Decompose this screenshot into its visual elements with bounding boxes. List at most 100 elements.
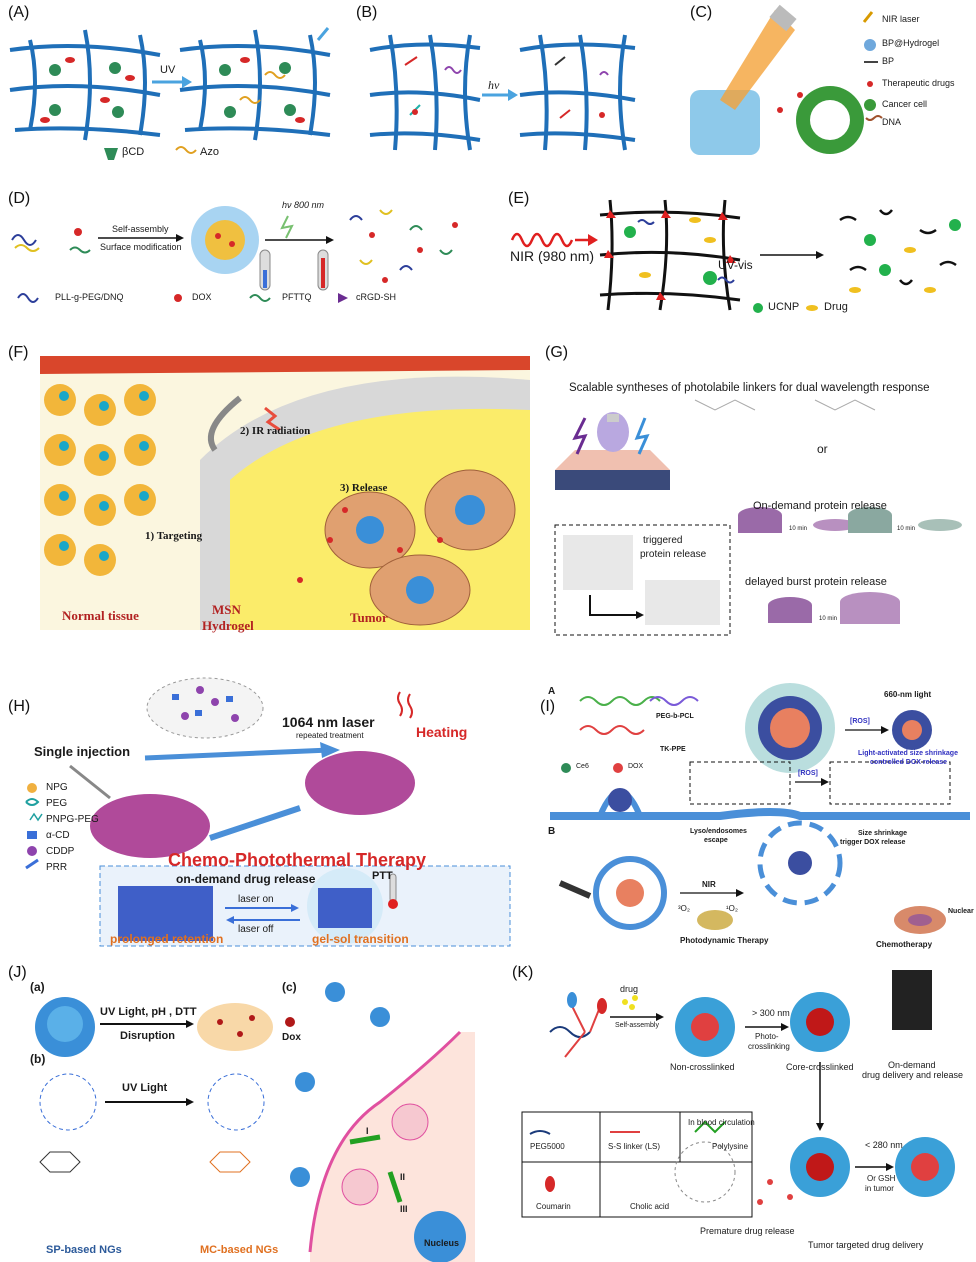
panel-h-legend-acd: α-CD	[46, 830, 70, 841]
panel-e-nir-label: NIR (980 nm)	[510, 248, 595, 264]
panel-i-nir: NIR	[702, 880, 716, 889]
panel-i-shrink2: trigger DOX release	[840, 839, 906, 846]
panel-j-mc: MC-based NGs	[200, 1244, 279, 1256]
panel-i-sub-a: A	[548, 686, 556, 697]
panel-k-gsh2: in tumor	[865, 1184, 894, 1193]
panel-d: (D) Self-assembly Surface modification h…	[0, 180, 480, 330]
panel-h-repeated: repeated treatment	[296, 731, 364, 740]
panel-g-label: (G)	[545, 344, 569, 361]
panel-h-ptt: PTT	[372, 870, 393, 882]
panel-g-or: or	[817, 442, 828, 456]
panel-i-ros1: [ROS]	[850, 718, 870, 725]
panel-b-network	[369, 34, 636, 151]
panel-h-illustration	[25, 677, 511, 947]
panel-c-illustration	[690, 4, 883, 155]
panel-f-hydrogel-label: Hydrogel	[202, 618, 254, 633]
panel-j-sp: SP-based NGs	[46, 1244, 122, 1256]
panel-h-retention: prolonged retention	[110, 932, 224, 946]
panel-j-disruption: Disruption	[120, 1030, 175, 1042]
panel-j-nucleus: Nucleus	[424, 1238, 460, 1248]
panel-j-label: (J)	[8, 964, 27, 981]
panel-i-lyso1: Lyso/endosomes	[690, 828, 747, 835]
panel-h-legend-cddp: CDDP	[46, 846, 75, 857]
panel-k-label: (K)	[512, 964, 534, 981]
panel-c-label: (C)	[690, 4, 713, 21]
panel-i-label: (I)	[540, 698, 556, 715]
panel-j-b: (b)	[30, 1052, 46, 1066]
panel-d-step1a: Self-assembly	[112, 224, 169, 234]
panel-h-laseroff: laser off	[238, 924, 274, 935]
panel-e-uvvis-label: UV-vis	[718, 258, 753, 272]
panel-j-a: (a)	[30, 980, 45, 994]
panel-g-time2: 10 min	[897, 526, 916, 532]
panel-g-time1: 10 min	[789, 526, 808, 532]
panel-d-step1b: Surface modification	[100, 242, 182, 252]
panel-g-protein-release: protein release	[640, 549, 707, 560]
panel-f-targeting-label: 1) Targeting	[145, 530, 203, 542]
panel-i-dox: DOX	[628, 763, 644, 770]
panel-j-route2: II	[400, 1172, 406, 1182]
panel-k-photo1: Photo-	[755, 1032, 779, 1041]
panel-c: (C) NIR laser BP@Hydrogel BP Therapeutic…	[680, 0, 976, 170]
panel-j-c: (c)	[282, 980, 297, 994]
panel-h-heating: Heating	[416, 724, 468, 740]
panel-h: (H) Single injection 1064 nm laser repea…	[0, 658, 530, 950]
panel-e-legend-drug: Drug	[824, 301, 848, 313]
panel-e: (E) NIR (980 nm) UV-vis UCNP Drug	[500, 180, 976, 330]
panel-k-legend-coumarin: Coumarin	[536, 1202, 571, 1211]
panel-g-time3: 10 min	[819, 616, 838, 622]
panel-f-normal-label: Normal tissue	[62, 608, 139, 623]
panel-d-legend-pll: PLL-g-PEG/DNQ	[55, 292, 124, 302]
panel-i-lyso2: escape	[704, 837, 728, 844]
panel-k-drug: drug	[620, 984, 639, 994]
panel-f-msn-label: MSN	[212, 602, 241, 617]
panel-i-o2b: ¹O₂	[726, 904, 738, 913]
panel-c-legend-bp-hydrogel: BP@Hydrogel	[882, 38, 940, 48]
panel-i-sub-b: B	[548, 826, 556, 837]
panel-k-corecross: Core-crosslinked	[786, 1062, 854, 1072]
panel-d-label: (D)	[8, 190, 31, 207]
panel-k-ondemand2: drug delivery and release	[862, 1070, 964, 1080]
panel-a-legend-bcd: βCD	[122, 146, 145, 158]
panel-b-arrow-label: hν	[488, 78, 500, 92]
panel-d-diagram	[11, 206, 458, 303]
panel-h-legend-prr: PRR	[46, 862, 68, 873]
panel-e-legend-ucnp: UCNP	[768, 301, 800, 313]
panel-k-legend-cholic: Cholic acid	[630, 1202, 670, 1211]
panel-b: (B) hν	[350, 0, 650, 170]
panel-c-legend-nir: NIR laser	[882, 14, 920, 24]
panel-i-activated1: Light-activated size shrinkage	[858, 750, 958, 757]
panel-i-ce6: Ce6	[576, 763, 589, 770]
panel-c-legend-cancer: Cancer cell	[882, 99, 928, 109]
panel-d-legend-pfttq: PFTTQ	[282, 292, 312, 302]
panel-i-ros2: [ROS]	[798, 770, 818, 777]
panel-j: (J) (a) (b) (c) UV Light, pH , DTT Disru…	[0, 962, 475, 1262]
panel-g-delayed: delayed burst protein release	[745, 576, 887, 588]
panel-a-label: (A)	[8, 4, 30, 21]
panel-c-legend-dna: DNA	[882, 117, 902, 127]
panel-i-peg: PEG-b-PCL	[656, 713, 694, 720]
panel-k-legend-polylysine: Polylysine	[712, 1142, 749, 1151]
panel-k-selfassembly: Self-assembly	[615, 1022, 659, 1029]
panel-i-pdt: Photodynamic Therapy	[680, 936, 769, 945]
panel-a-arrow-label: UV	[160, 64, 176, 76]
panel-a-legend-azo: Azo	[200, 146, 219, 158]
panel-h-legend-pnpg: PNPG-PEG	[46, 814, 99, 825]
panel-i-nuclear: Nuclear	[948, 908, 974, 915]
panel-h-ondemand: on-demand drug release	[176, 872, 316, 886]
panel-h-legend-npg: NPG	[46, 782, 68, 793]
panel-h-laser: 1064 nm laser	[282, 714, 375, 730]
panel-j-dox: Dox	[282, 1032, 301, 1043]
panel-i: (I) A B PEG-b-PCL TK-PPE Ce6 DOX 660-nm …	[540, 658, 976, 950]
panel-i-illustration	[550, 683, 970, 934]
panel-k-280nm: < 280 nm	[865, 1140, 903, 1150]
panel-d-step2: hν 800 nm	[282, 200, 325, 210]
panel-g-title: Scalable syntheses of photolabile linker…	[569, 382, 930, 394]
panel-k-premature: Premature drug release	[700, 1226, 795, 1236]
panel-b-label: (B)	[356, 4, 378, 21]
panel-k-blood: In blood circulation	[688, 1118, 755, 1127]
panel-k-gsh1: Or GSH	[867, 1174, 896, 1183]
panel-k-300nm: > 300 nm	[752, 1008, 790, 1018]
panel-k-legend-peg: PEG5000	[530, 1142, 565, 1151]
panel-g-ondemand: On-demand protein release	[753, 500, 887, 512]
